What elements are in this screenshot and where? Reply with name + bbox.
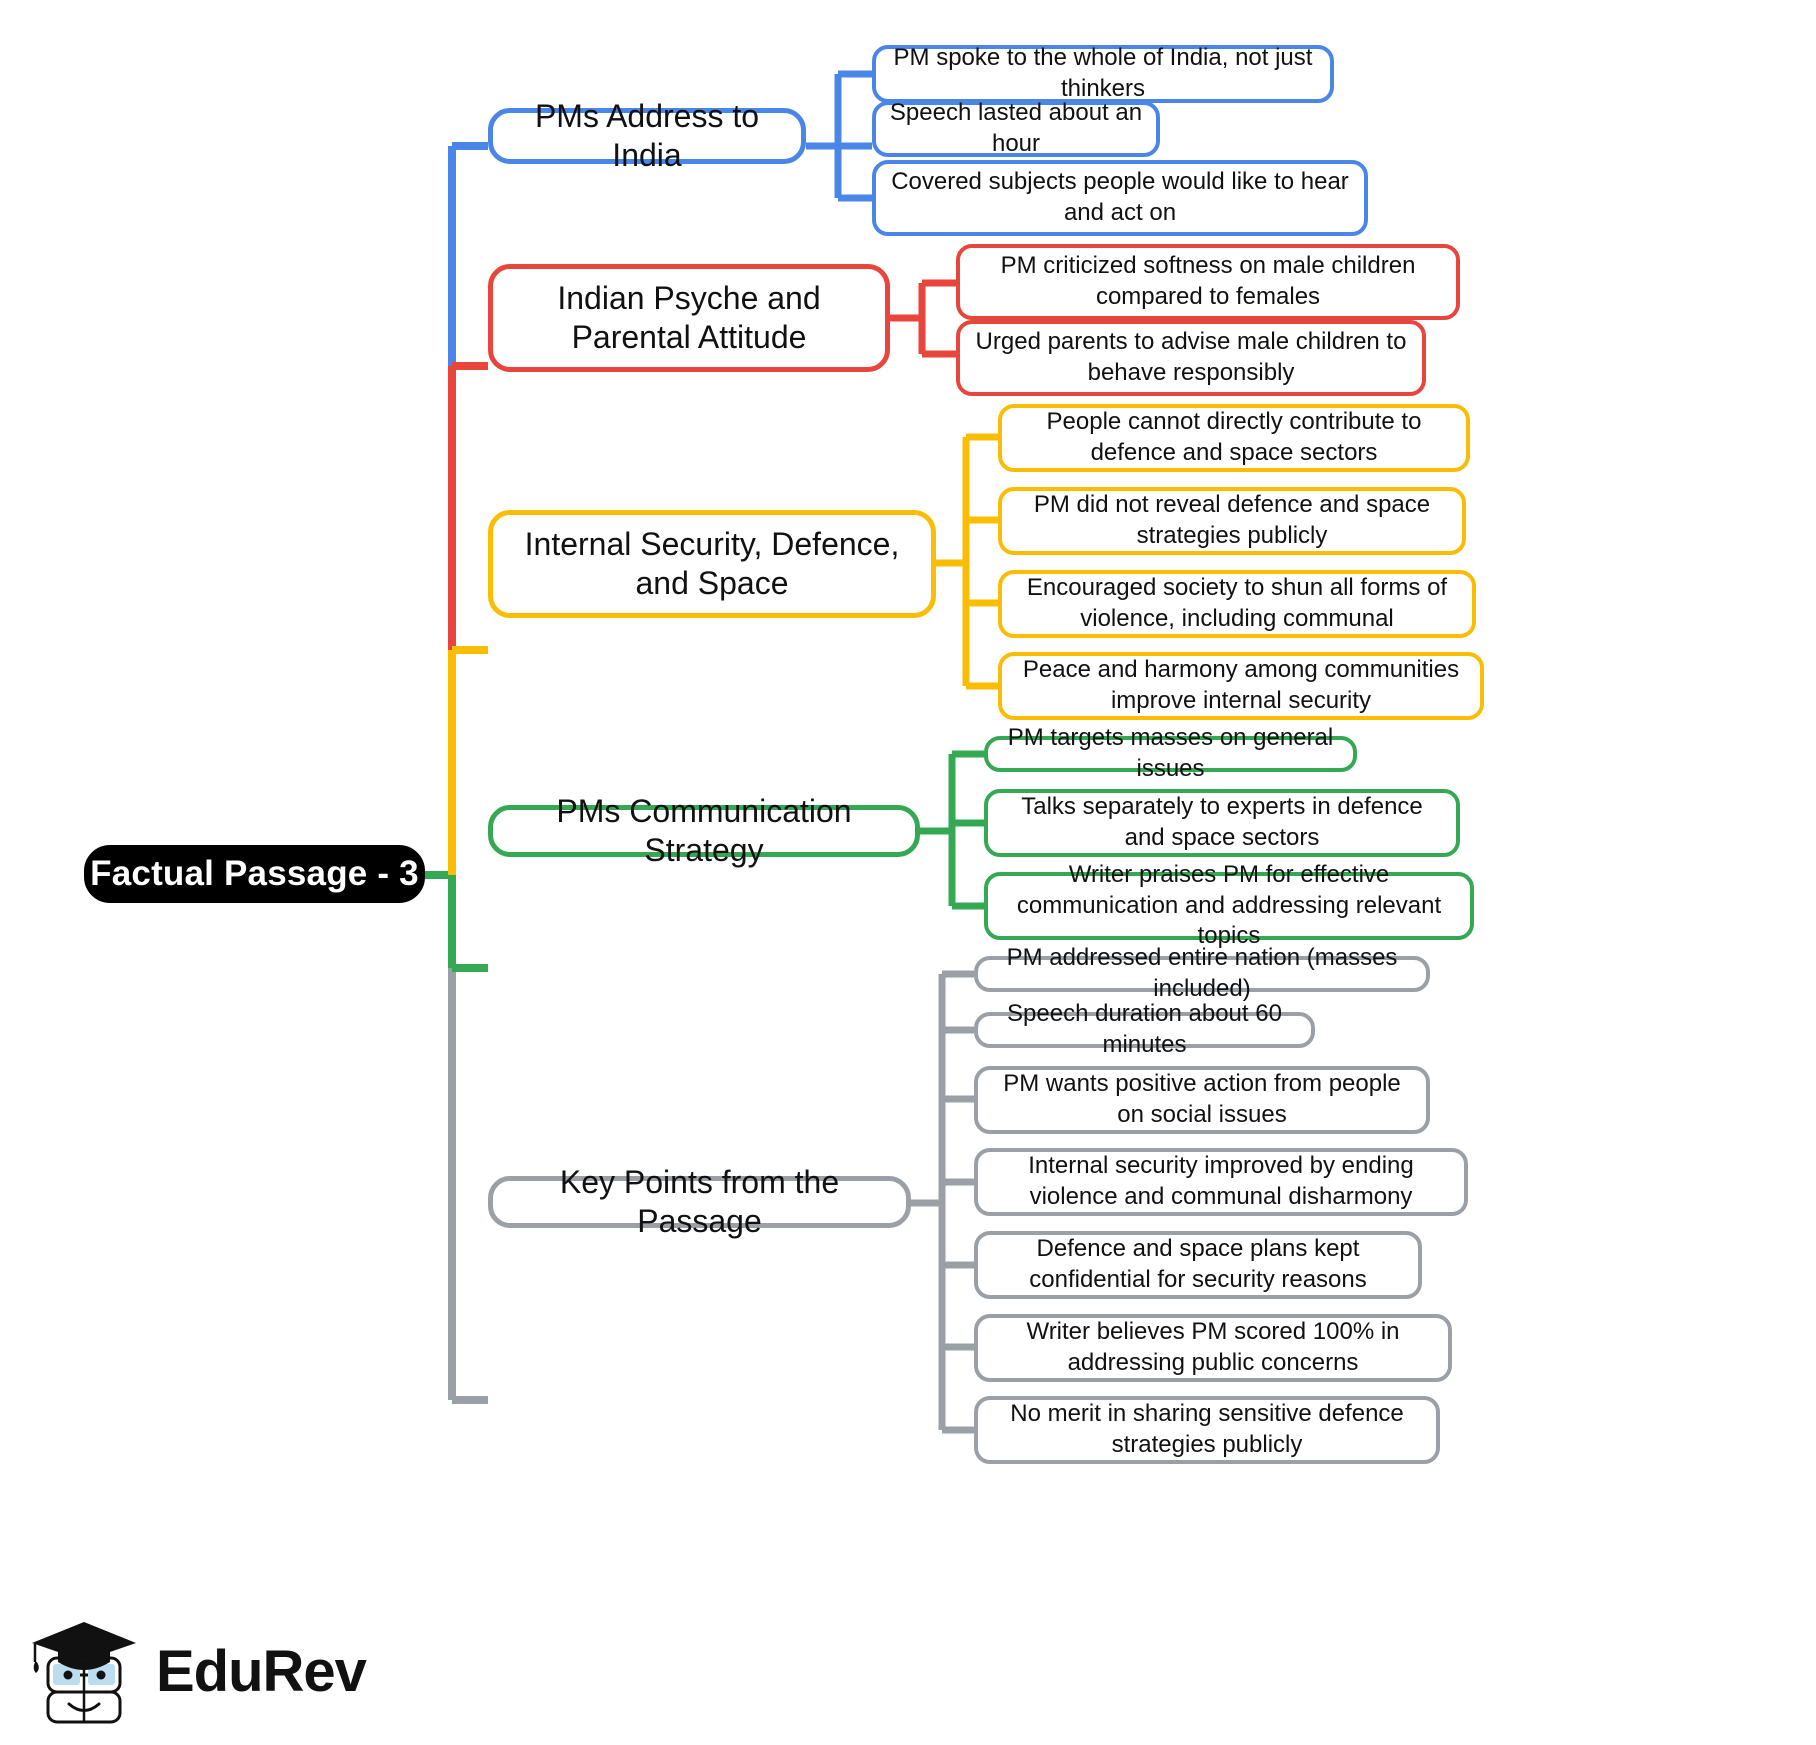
leaf-node[interactable]: PM did not reveal defence and space stra… — [998, 487, 1466, 555]
leaf-node[interactable]: PM targets masses on general issues — [984, 724, 1357, 782]
leaf-label: PM criticized softness on male children … — [1000, 252, 1416, 310]
root-node[interactable]: Factual Passage - 3 — [84, 845, 425, 903]
leaf-label: PM wants positive action from people on … — [1003, 1070, 1401, 1128]
leaf-node[interactable]: Covered subjects people would like to he… — [872, 160, 1368, 236]
branch-label: Internal Security, Defence, and Space — [524, 525, 900, 601]
leaf-node[interactable]: PM spoke to the whole of India, not just… — [872, 44, 1334, 103]
branch-node-internal-security-defence-and-space[interactable]: Internal Security, Defence, and Space — [488, 510, 936, 618]
leaf-node[interactable]: Speech lasted about an hour — [872, 99, 1160, 157]
leaf-label: Encouraged society to shun all forms of … — [1026, 574, 1448, 632]
leaf-node[interactable]: PM wants positive action from people on … — [974, 1066, 1430, 1134]
leaf-node[interactable]: PM criticized softness on male children … — [956, 244, 1460, 320]
branch-node-indian-psyche-and-parental-attitude[interactable]: Indian Psyche and Parental Attitude — [488, 264, 890, 372]
leaf-node[interactable]: Talks separately to experts in defence a… — [984, 789, 1460, 857]
edurev-logo: EduRev — [26, 1612, 367, 1732]
leaf-label: Peace and harmony among communities impr… — [1022, 656, 1460, 714]
leaf-label: Writer praises PM for effective communic… — [1016, 860, 1442, 950]
leaf-label: PM addressed entire nation (masses inclu… — [1006, 944, 1398, 1002]
leaf-label: PM did not reveal defence and space stra… — [1033, 491, 1431, 549]
leaf-node[interactable]: Internal security improved by ending vio… — [974, 1148, 1468, 1216]
leaf-node[interactable]: Writer praises PM for effective communic… — [984, 861, 1474, 949]
edurev-mascot-icon — [26, 1616, 142, 1728]
leaf-label: Internal security improved by ending vio… — [1028, 1152, 1414, 1210]
leaf-label: Urged parents to advise male children to… — [975, 328, 1407, 386]
leaf-label: Covered subjects people would like to he… — [891, 168, 1349, 226]
root-node-label: Factual Passage - 3 — [90, 854, 419, 893]
branch-label: Key Points from the Passage — [559, 1163, 840, 1239]
leaf-label: Speech lasted about an hour — [889, 99, 1143, 157]
leaf-label: Speech duration about 60 minutes — [1007, 1000, 1282, 1058]
leaf-node[interactable]: No merit in sharing sensitive defence st… — [974, 1396, 1440, 1464]
branch-label: PMs Communication Strategy — [556, 792, 852, 868]
branch-label: Indian Psyche and Parental Attitude — [557, 279, 821, 355]
leaf-label: Writer believes PM scored 100% in addres… — [1026, 1318, 1400, 1376]
leaf-label: No merit in sharing sensitive defence st… — [1010, 1400, 1404, 1458]
leaf-label: Talks separately to experts in defence a… — [1021, 793, 1423, 851]
branch-node-pms-communication-strategy[interactable]: PMs Communication Strategy — [488, 793, 920, 868]
leaf-node[interactable]: Peace and harmony among communities impr… — [998, 652, 1484, 720]
leaf-label: Defence and space plans kept confidentia… — [1029, 1235, 1367, 1293]
leaf-node[interactable]: Encouraged society to shun all forms of … — [998, 570, 1476, 638]
leaf-node[interactable]: Defence and space plans kept confidentia… — [974, 1231, 1422, 1299]
branch-node-pms-address-to-india[interactable]: PMs Address to India — [488, 98, 806, 173]
edurev-wordmark: EduRev — [156, 1639, 367, 1704]
leaf-node[interactable]: Speech duration about 60 minutes — [974, 1000, 1315, 1058]
leaf-node[interactable]: PM addressed entire nation (masses inclu… — [974, 944, 1430, 1002]
leaf-node[interactable]: Urged parents to advise male children to… — [956, 320, 1426, 396]
leaf-node[interactable]: Writer believes PM scored 100% in addres… — [974, 1314, 1452, 1382]
leaf-label: PM targets masses on general issues — [1007, 724, 1334, 782]
leaf-label: People cannot directly contribute to def… — [1046, 408, 1422, 466]
leaf-node[interactable]: People cannot directly contribute to def… — [998, 404, 1470, 472]
leaf-label: PM spoke to the whole of India, not just… — [893, 44, 1313, 102]
branch-node-key-points-from-the-passage[interactable]: Key Points from the Passage — [488, 1164, 911, 1239]
branch-label: PMs Address to India — [534, 97, 760, 173]
